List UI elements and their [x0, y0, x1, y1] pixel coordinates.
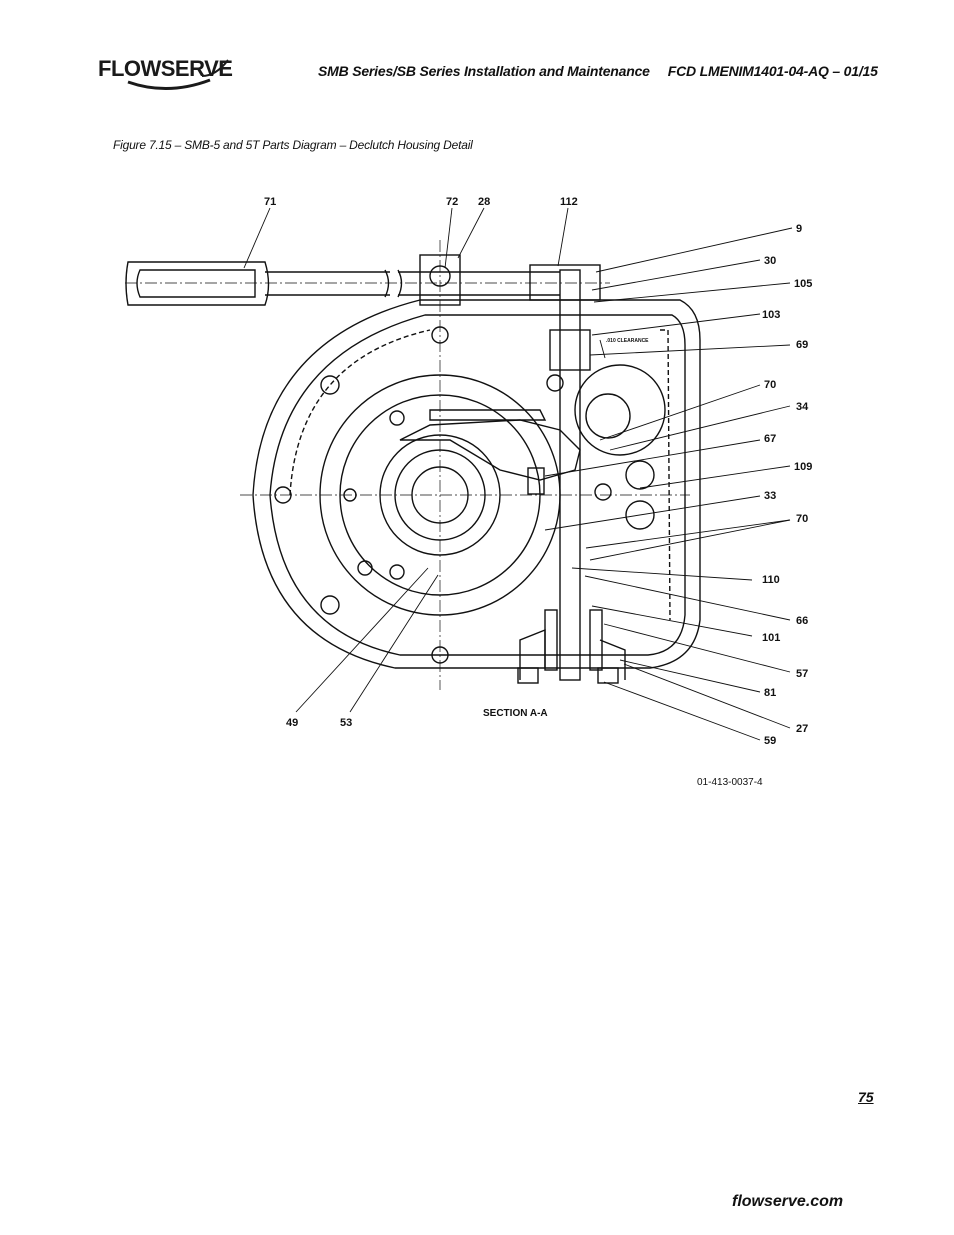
callout-57: 57 — [796, 668, 808, 680]
cam — [574, 364, 666, 456]
callout-109: 109 — [794, 461, 812, 473]
callout-59: 59 — [764, 735, 776, 745]
declutch-shaft — [559, 269, 581, 681]
callout-101: 101 — [762, 632, 780, 644]
logo-wordmark: FLOWSERVE — [98, 56, 233, 81]
page-header: SMB Series/SB Series Installation and Ma… — [318, 63, 878, 79]
callout-9: 9 — [796, 223, 802, 235]
website-link[interactable]: flowserve.com — [732, 1193, 844, 1210]
header-title: SMB Series/SB Series Installation and Ma… — [318, 63, 650, 79]
callout-70-lower: 70 — [796, 513, 808, 525]
callout-27: 27 — [796, 723, 808, 735]
callout-49: 49 — [286, 717, 298, 729]
callout-67: 67 — [764, 433, 776, 445]
drawing-number: 01-413-0037-4 — [697, 777, 763, 788]
callout-30: 30 — [764, 255, 776, 267]
housing-outline — [252, 299, 701, 669]
page-number: 75 — [858, 1089, 874, 1105]
callout-110: 110 — [762, 574, 780, 586]
callout-103: 103 — [762, 309, 780, 321]
callout-81: 81 — [764, 687, 776, 699]
flowserve-logo: FLOWSERVE — [98, 52, 238, 96]
parts-diagram: 71 72 28 112 9 30 105 103 69 70 34 67 10… — [125, 196, 812, 745]
logo-swoosh-icon — [127, 59, 229, 90]
callout-34: 34 — [796, 401, 809, 413]
callout-69: 69 — [796, 339, 808, 351]
declutch-handle — [125, 261, 270, 306]
clearance-note: .010 CLEARANCE — [606, 338, 649, 344]
callout-72: 72 — [446, 196, 458, 208]
housing-inner — [269, 314, 686, 656]
callout-66: 66 — [796, 615, 808, 627]
header-doc-code: FCD LMENIM1401-04-AQ – 01/15 — [667, 63, 878, 79]
callout-53: 53 — [340, 717, 352, 729]
callout-33: 33 — [764, 490, 776, 502]
callout-28: 28 — [478, 196, 490, 208]
callout-70-upper: 70 — [764, 379, 776, 391]
figure-caption: Figure 7.15 – SMB-5 and 5T Parts Diagram… — [113, 138, 473, 152]
spring — [527, 467, 545, 495]
callout-71: 71 — [264, 196, 276, 208]
clutch-lever — [399, 419, 581, 481]
callout-105: 105 — [794, 278, 812, 290]
callout-112: 112 — [560, 196, 578, 208]
section-label: SECTION A-A — [483, 708, 548, 719]
